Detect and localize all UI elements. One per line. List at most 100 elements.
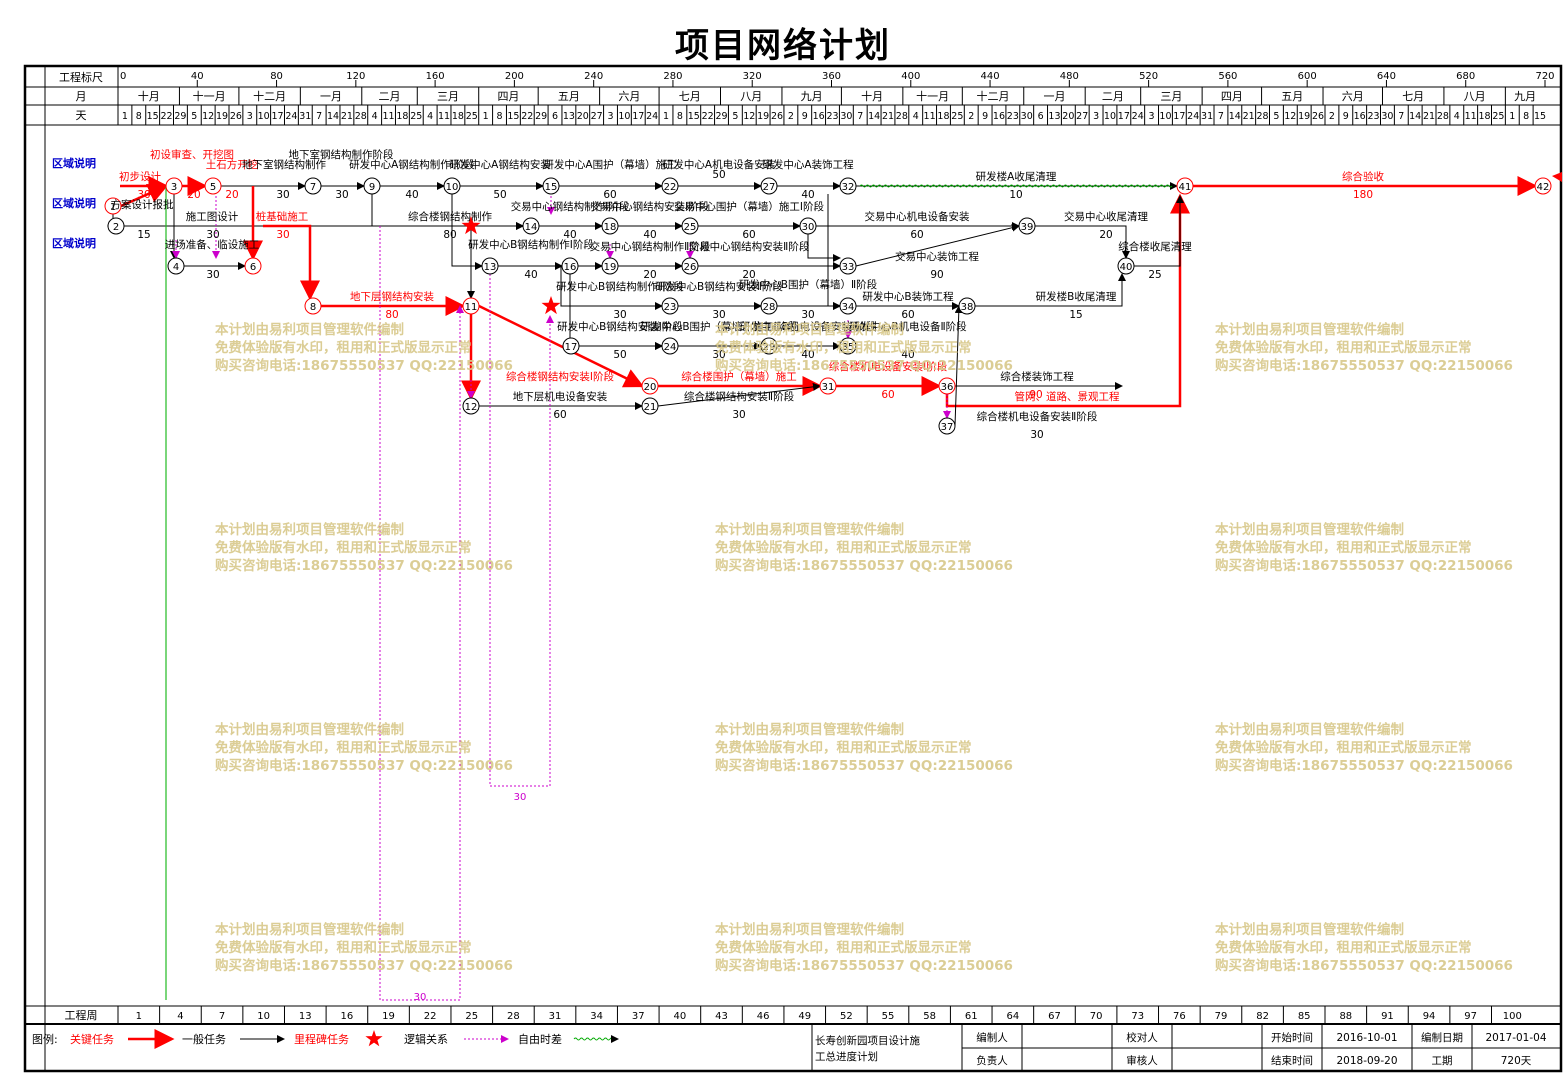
day-label: 15 <box>147 111 159 122</box>
scale-tick-label: 40 <box>191 71 204 82</box>
activity-arrow <box>827 194 841 310</box>
week-label: 82 <box>1256 1011 1269 1022</box>
day-label: 11 <box>1465 111 1477 122</box>
scale-label: 工程标尺 <box>59 70 103 84</box>
month-label: 十月 <box>138 89 160 103</box>
page-title: 项目网络计划 <box>675 26 891 66</box>
day-label: 6 <box>552 111 558 122</box>
task-duration: 60 <box>910 229 923 241</box>
task-label: 交易中心围护（幕墙）施工Ⅰ阶段 <box>674 200 825 213</box>
day-label: 1 <box>483 111 489 122</box>
day-label: 27 <box>1076 111 1088 122</box>
watermark-text: 免费体验版有水印，租用和正式版显示正常 <box>1215 339 1472 356</box>
task-duration: 180 <box>1353 189 1373 201</box>
day-label: 22 <box>521 111 533 122</box>
day-label: 5 <box>1273 111 1279 122</box>
task-label: 交易中心收尾清理 <box>1064 210 1148 223</box>
activity-arrow <box>807 234 841 262</box>
region-label: 区域说明 <box>52 156 96 170</box>
day-label: 9 <box>802 111 808 122</box>
month-label: 十一月 <box>193 89 226 103</box>
day-label: 8 <box>136 111 142 122</box>
day-label: 21 <box>341 111 353 122</box>
week-label: 61 <box>965 1011 978 1022</box>
week-label: 67 <box>1048 1011 1061 1022</box>
week-label: 91 <box>1381 1011 1394 1022</box>
month-label: 五月 <box>558 90 580 103</box>
node-label: 34 <box>842 302 855 313</box>
day-label: 29 <box>715 111 727 122</box>
task-duration: 20 <box>225 189 238 201</box>
task-label: 方案设计报批 <box>111 198 174 211</box>
watermark-text: 免费体验版有水印，租用和正式版显示正常 <box>715 939 972 956</box>
node-label: 40 <box>1120 262 1133 273</box>
node-label: 12 <box>465 402 478 413</box>
day-label: 27 <box>591 111 603 122</box>
node-label: 21 <box>644 402 657 413</box>
day-label: 30 <box>1381 111 1393 122</box>
day-label: 1 <box>1509 111 1515 122</box>
scale-tick-label: 640 <box>1377 71 1396 82</box>
node-29 <box>760 337 778 355</box>
node-42 <box>1534 177 1552 195</box>
week-label: 16 <box>341 1011 354 1022</box>
node-label: 7 <box>310 182 316 193</box>
task-label: 研发中心B钢结构安装Ⅰ阶段 <box>557 320 683 333</box>
week-label: 55 <box>882 1011 895 1022</box>
week-label: 58 <box>923 1011 936 1022</box>
task-duration: 30 <box>712 309 725 321</box>
day-label: 1 <box>663 111 669 122</box>
day-label: 18 <box>396 111 408 122</box>
task-label: 地下室钢结构制作阶段 <box>289 148 394 161</box>
node-label: 5 <box>210 182 216 193</box>
end-date: 2018-09-20 <box>1336 1055 1397 1067</box>
task-duration: 10 <box>1009 189 1022 201</box>
task-duration: 50 <box>613 349 626 361</box>
scale-tick-label: 280 <box>663 71 682 82</box>
task-label: 交易中心机电设备安装 <box>865 210 970 223</box>
scale-tick-label: 680 <box>1456 71 1475 82</box>
watermark-text: 免费体验版有水印，租用和正式版显示正常 <box>215 939 472 956</box>
node-label: 20 <box>644 382 657 393</box>
task-duration: 40 <box>563 229 576 241</box>
node-3 <box>165 177 183 195</box>
task-label: 初步设计 <box>119 170 161 183</box>
day-label: 8 <box>1523 111 1529 122</box>
node-label: 25 <box>684 222 697 233</box>
task-duration: 30 <box>1030 429 1043 441</box>
task-label: 研发中心B围护（幕墙）施工Ⅰ阶段 <box>640 320 798 333</box>
day-label: 26 <box>230 111 242 122</box>
watermark-text: 免费体验版有水印，租用和正式版显示正常 <box>215 539 472 556</box>
checker-label: 校对人 <box>1126 1031 1158 1044</box>
logic-duration: 30 <box>414 992 427 1003</box>
day-label: 26 <box>771 111 783 122</box>
logic-arrow <box>489 274 554 787</box>
task-duration: 40 <box>643 229 656 241</box>
scale-tick-label: 320 <box>743 71 762 82</box>
node-14 <box>522 217 540 235</box>
day-label: 8 <box>497 111 503 122</box>
day-label: 8 <box>677 111 683 122</box>
week-label: 73 <box>1131 1011 1144 1022</box>
day-label: 7 <box>1398 111 1404 122</box>
task-label: 研发中心B围护（幕墙）Ⅱ阶段 <box>739 278 878 291</box>
month-label: 十二月 <box>977 89 1010 103</box>
project-name: 长寿创新园项目设计施 <box>815 1034 920 1047</box>
day-label: 6 <box>1038 111 1044 122</box>
day-label: 10 <box>1159 111 1171 122</box>
day-label: 24 <box>646 111 658 122</box>
node-label: 23 <box>664 302 677 313</box>
task-duration: 40 <box>801 189 814 201</box>
day-label: 12 <box>743 111 755 122</box>
node-label: 13 <box>484 262 497 273</box>
month-label: 九月 <box>801 90 823 103</box>
month-label: 三月 <box>437 90 459 103</box>
week-label: 13 <box>299 1011 312 1022</box>
node-label: 26 <box>684 262 697 273</box>
month-label: 三月 <box>1160 90 1182 103</box>
node-22 <box>661 177 679 195</box>
task-label: 研发中心A钢结构制作Ⅰ阶段 <box>349 158 475 171</box>
day-label: 14 <box>1409 111 1421 122</box>
week-label: 31 <box>549 1011 562 1022</box>
week-label: 79 <box>1215 1011 1228 1022</box>
